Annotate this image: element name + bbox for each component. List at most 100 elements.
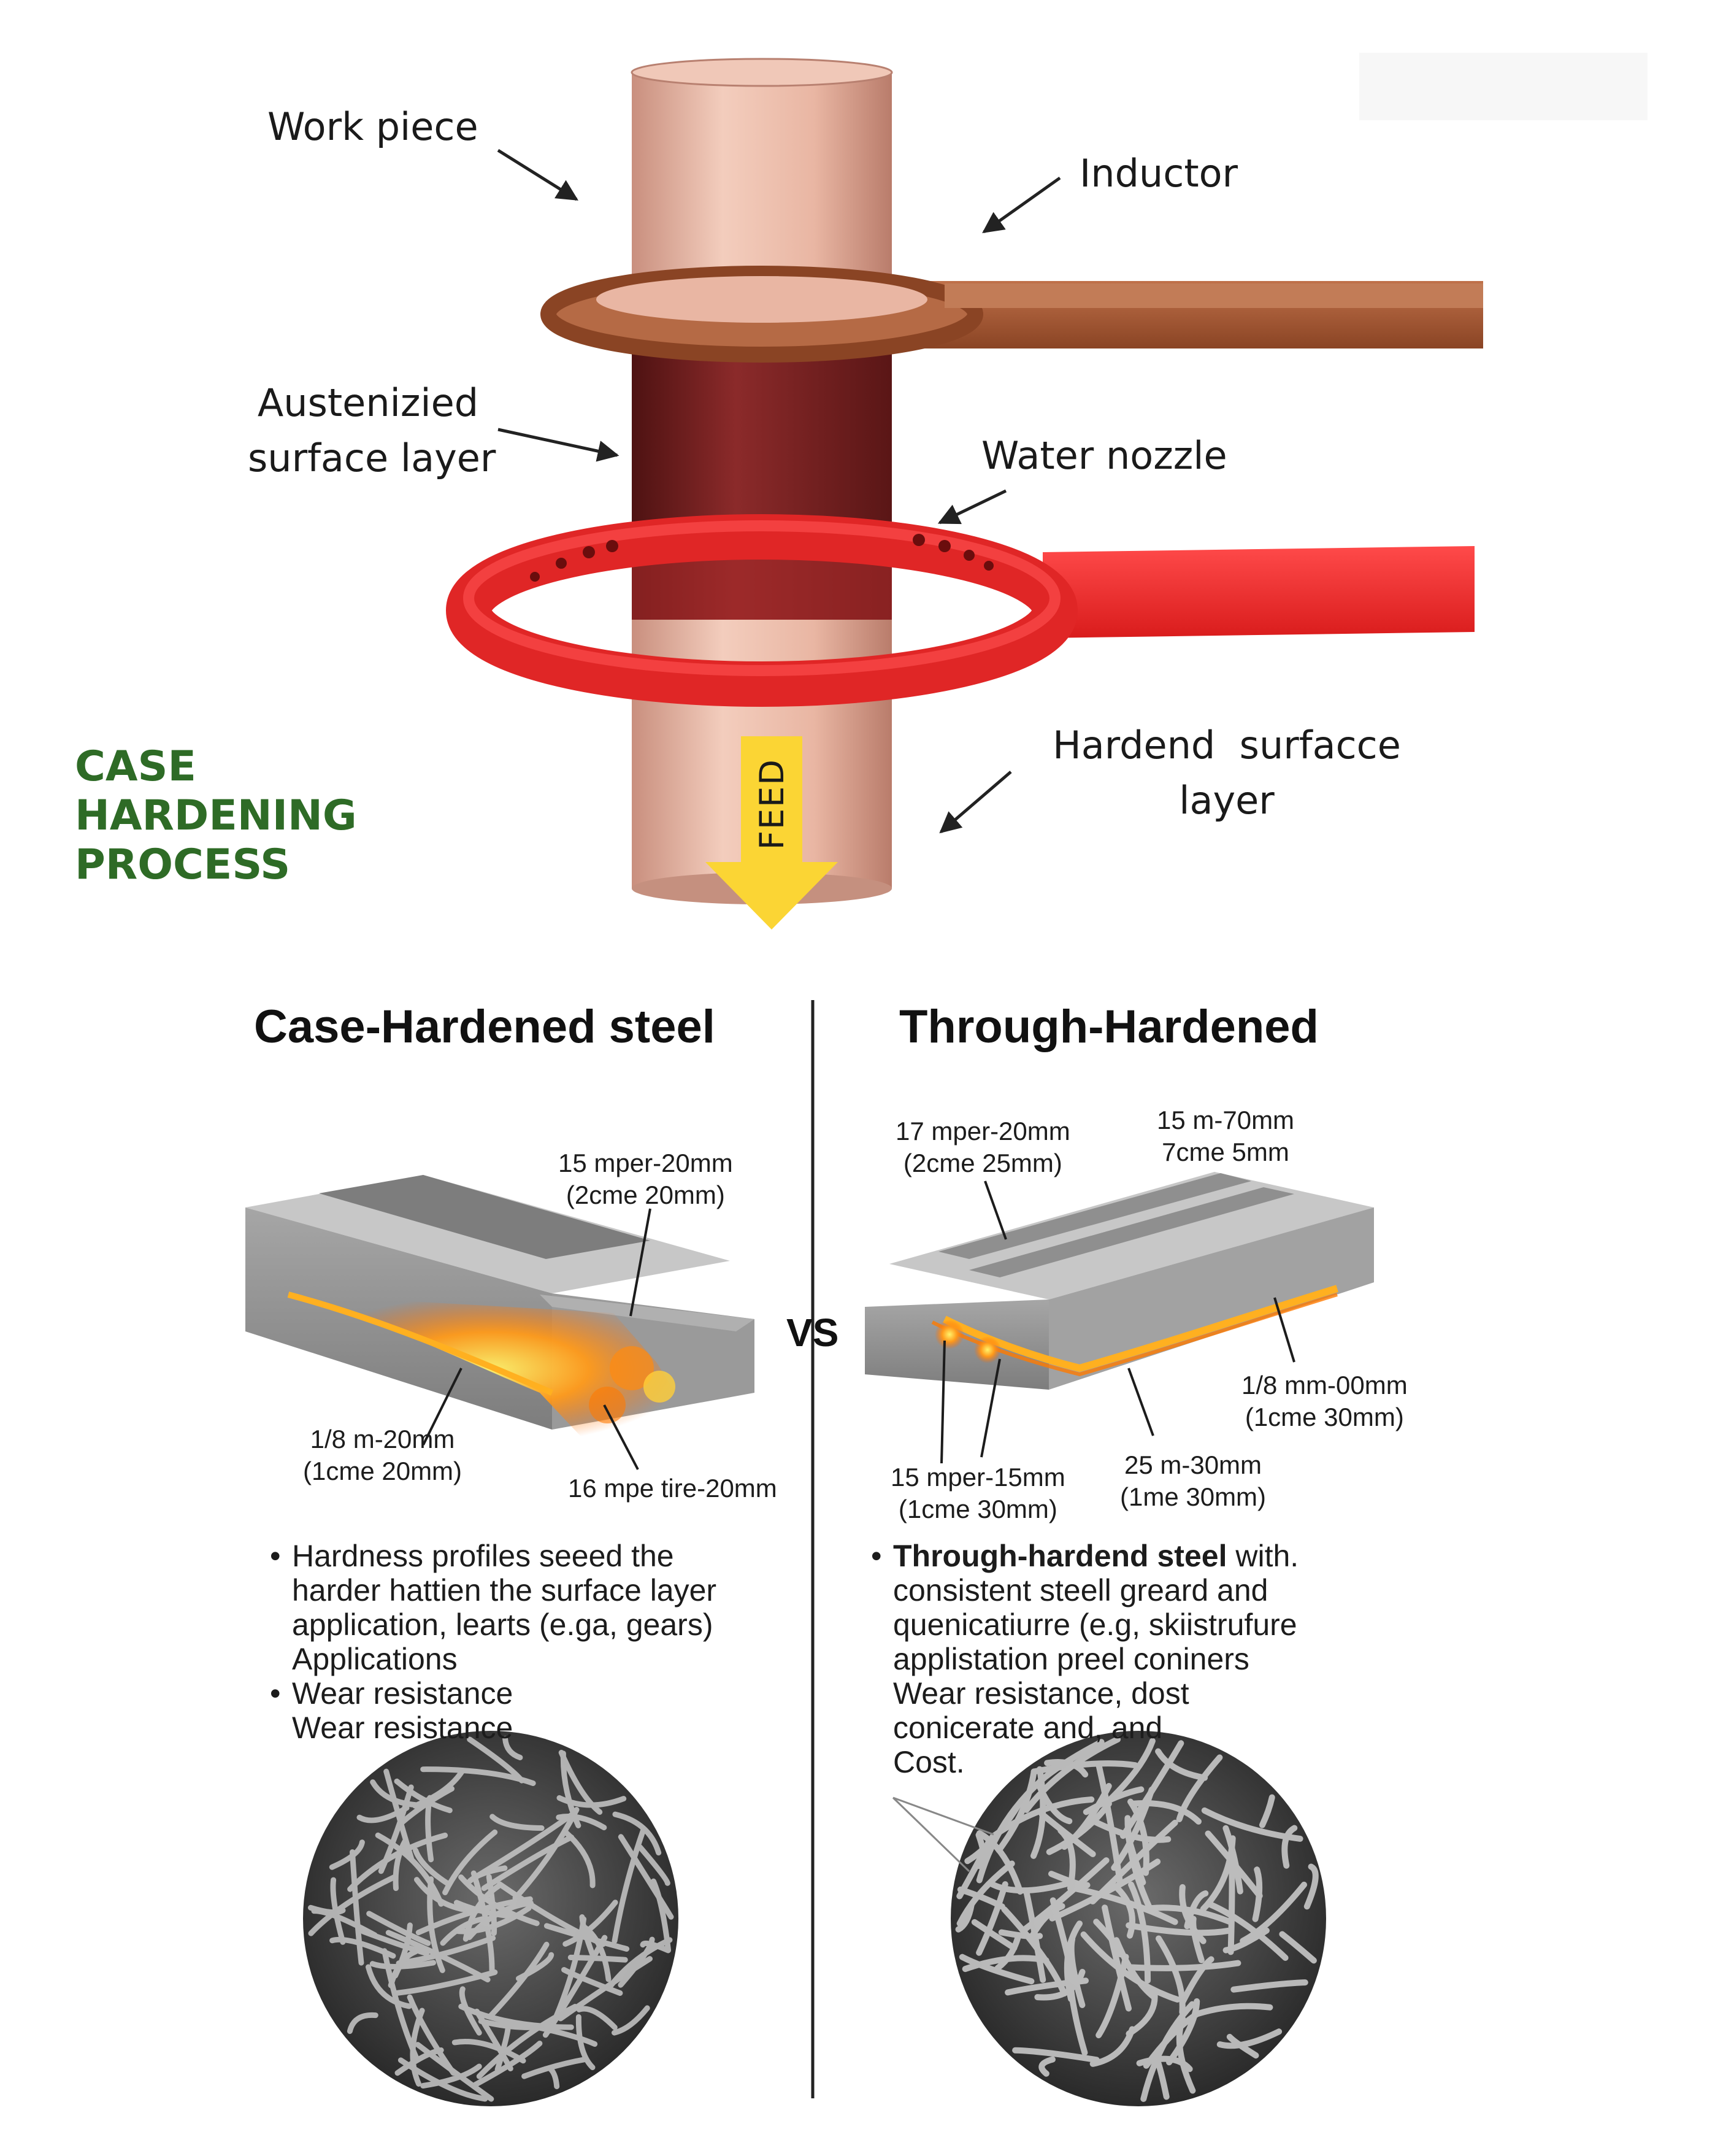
left-bullet-1-line4: Applications — [292, 1642, 458, 1676]
fiber-strand — [1128, 1881, 1151, 1984]
fiber-strand — [440, 1916, 485, 1946]
blank-box — [1359, 53, 1648, 120]
fiber-strand — [512, 1807, 580, 1901]
fiber-strand — [556, 1795, 627, 1808]
process-title-line3: PROCESS — [75, 841, 291, 889]
fiber-strand — [1115, 1885, 1135, 1939]
fiber-strand — [308, 1874, 398, 1936]
feed-arrow — [705, 736, 838, 930]
right-bullet-line3: quenicatiurre (e.g, skiistrufure — [893, 1607, 1297, 1642]
fiber-strand — [1092, 1819, 1172, 1843]
left-bullet-2-line1: Wear resistance — [292, 1676, 513, 1711]
right-dim-d: 15 mper-15mm (1cme 30mm) — [891, 1461, 1065, 1525]
right-bullet-line4: applistation preel coniners — [893, 1642, 1249, 1676]
fiber-strand — [1166, 1998, 1200, 2066]
fiber-strand — [1129, 1800, 1202, 1825]
fiber-strand — [1102, 1904, 1132, 2012]
fiber-strand — [959, 1954, 1035, 1985]
fiber-strand — [1072, 1885, 1178, 1925]
fiber-strand — [1030, 1766, 1046, 1859]
fiber-strand — [1259, 1794, 1275, 1828]
fiber-strand — [329, 1936, 396, 1959]
feed-label: FEED — [752, 758, 791, 850]
fiber-strand — [459, 1986, 482, 2036]
left-dim-top-line2: (2cme 20mm) — [566, 1180, 725, 1209]
right-header: Through-Hardened — [899, 1001, 1319, 1053]
process-title: CASE HARDENING PROCESS — [75, 742, 357, 890]
fiber-strand — [1156, 1935, 1186, 2015]
fiber-strand — [971, 1919, 1018, 1951]
fiber-strand — [520, 2021, 598, 2047]
fiber-strand — [356, 1805, 410, 1823]
right-dim-e-line2: (1me 30mm) — [1120, 1482, 1267, 1511]
fiber-strand — [378, 1784, 414, 1874]
fiber-strand — [394, 1969, 498, 1996]
fiber-strand — [308, 1904, 346, 1915]
fiber-strand — [998, 1929, 1043, 1940]
fiber-strand — [396, 1935, 496, 1966]
left-dim-left-line2: (1cme 20mm) — [303, 1457, 462, 1485]
fiber-strand — [487, 1941, 550, 2020]
fiber-strand — [415, 1896, 533, 1936]
label-hardened-line2: layer — [1179, 778, 1275, 823]
left-bullet-1-line2: harder hattien the surface layer — [292, 1573, 717, 1607]
right-bullets: •Through-hardend steel with. consistent … — [871, 1539, 1299, 1779]
fiber-strand — [494, 2027, 511, 2073]
fiber-strand — [415, 2042, 494, 2102]
right-dim-e: 25 m-30mm (1me 30mm) — [1120, 1449, 1266, 1513]
fiber-strand — [1049, 1858, 1161, 1922]
fiber-strand — [1226, 2033, 1259, 2059]
fiber-strand — [1108, 1738, 1156, 1802]
fiber-strand — [567, 1954, 628, 1963]
fiber-strand — [366, 1911, 431, 1946]
fiber-strand — [561, 1967, 623, 1996]
fiber-strand — [1216, 2028, 1283, 2049]
left-bullets: •Hardness profiles seeed the harder hatt… — [270, 1539, 716, 1745]
fiber-strand — [476, 2004, 578, 2079]
label-work-piece: Work piece — [267, 104, 478, 149]
right-bullet-lead-rest: with. — [1227, 1539, 1299, 1573]
fiber-strand — [1126, 1960, 1241, 1971]
through-hardened-micrograph — [892, 1731, 1326, 2106]
fiber-strand — [637, 1844, 670, 1886]
arrow-water-nozzle — [937, 489, 1007, 525]
label-hardened: Hardend surfacce layer — [1043, 718, 1411, 828]
right-dim-c-line1: 1/8 mm-00mm — [1241, 1371, 1408, 1399]
fiber-strand — [394, 2047, 444, 2076]
right-bullet-bold-lead: Through-hardend steel — [893, 1539, 1227, 1573]
fiber-strand — [382, 1948, 420, 2062]
fiber-strand — [1119, 1740, 1184, 1839]
fiber-strand — [1201, 1807, 1303, 1842]
arrow-work-piece — [497, 148, 578, 201]
fiber-strand — [1080, 1931, 1181, 2003]
fiber-strand — [472, 2041, 543, 2088]
fiber-strand — [543, 1923, 630, 1952]
fiber-strand — [1057, 1827, 1076, 1892]
fiber-strand — [1155, 1748, 1208, 1781]
fiber-strand — [1252, 1866, 1263, 1922]
fiber-strand — [375, 1832, 444, 1907]
fiber-strand — [347, 2012, 378, 2035]
fiber-strand — [1065, 1962, 1088, 2056]
left-bullet-1-line3: application, learts (e.ga, gears) — [292, 1607, 713, 1642]
fiber-strand — [650, 1878, 671, 1953]
fiber-strand — [329, 1839, 365, 1870]
fiber-strand — [1222, 1927, 1270, 1954]
fiber-strand — [474, 1810, 577, 1879]
fiber-strand — [1044, 1759, 1089, 1778]
right-dim-b-line2: 7cme 5mm — [1162, 1138, 1289, 1166]
fiber-strand — [1230, 1979, 1308, 1993]
fiber-strand — [1021, 1857, 1110, 1933]
right-bullet-line2: consistent steell greard and — [893, 1573, 1268, 1607]
right-dim-d-line1: 15 mper-15mm — [891, 1463, 1065, 1492]
fiber-strand — [562, 1900, 618, 1947]
right-dim-a-line1: 17 mper-20mm — [896, 1117, 1070, 1145]
feed-label-wrap: FEED — [752, 749, 791, 859]
fiber-strand — [412, 1768, 466, 1809]
left-bullet-1: •Hardness profiles seeed the — [270, 1539, 674, 1573]
fiber-strand — [1281, 1825, 1298, 1869]
fiber-strand — [612, 1827, 646, 1944]
fiber-strand — [607, 1937, 673, 1989]
label-water-nozzle: Water nozzle — [981, 433, 1227, 478]
